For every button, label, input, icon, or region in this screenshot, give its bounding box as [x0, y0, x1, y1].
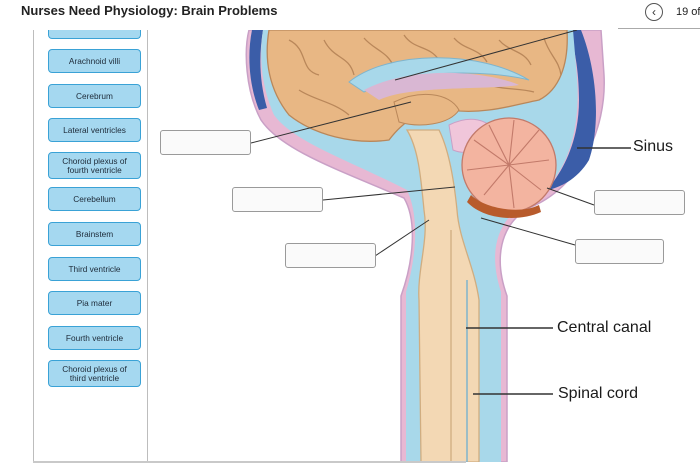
- bottom-divider: [33, 461, 466, 463]
- label-spinal-cord: Spinal cord: [558, 385, 639, 402]
- term-label: Arachnoid villi: [68, 55, 121, 66]
- drop-zone-5[interactable]: [575, 239, 664, 264]
- brain-sagittal-diagram: [245, 30, 631, 462]
- term-partial-top[interactable]: [48, 30, 141, 39]
- term-brainstem[interactable]: Brainstem: [48, 222, 141, 246]
- drop-zone-1[interactable]: [160, 130, 251, 155]
- term-label: Cerebrum: [76, 90, 113, 101]
- term-label-line2: fourth ventricle: [67, 164, 122, 175]
- term-label: Lateral ventricles: [63, 124, 126, 135]
- term-pia-mater[interactable]: Pia mater: [48, 291, 141, 315]
- label-sinus: Sinus: [633, 138, 674, 155]
- term-label: Fourth ventricle: [65, 332, 124, 343]
- term-label: Cerebellum: [73, 193, 116, 204]
- term-label: Brainstem: [75, 228, 114, 239]
- word-bank-panel: [33, 30, 148, 462]
- back-button[interactable]: ‹: [645, 3, 663, 21]
- term-fourth-ventricle[interactable]: Fourth ventricle: [48, 326, 141, 350]
- term-cerebrum[interactable]: Cerebrum: [48, 84, 141, 108]
- page-title: Nurses Need Physiology: Brain Problems: [21, 3, 278, 18]
- term-label-line1: Choroid plexus of: [62, 155, 127, 166]
- drop-zone-4[interactable]: [594, 190, 685, 215]
- term-third-ventricle[interactable]: Third ventricle: [48, 257, 141, 281]
- drop-zone-3[interactable]: [285, 243, 376, 268]
- term-cerebellum[interactable]: Cerebellum: [48, 187, 141, 211]
- term-label-line2: third ventricle: [69, 372, 120, 383]
- term-arachnoid-villi[interactable]: Arachnoid villi: [48, 49, 141, 73]
- term-label: Third ventricle: [68, 263, 121, 274]
- term-label: Pia mater: [76, 297, 113, 308]
- page-counter: 19 of: [676, 6, 700, 18]
- header-divider: [618, 28, 700, 29]
- term-lateral-ventricles[interactable]: Lateral ventricles: [48, 118, 141, 142]
- drop-zone-2[interactable]: [232, 187, 323, 212]
- chevron-left-icon: ‹: [652, 5, 656, 19]
- label-central-canal: Central canal: [557, 319, 652, 336]
- term-label-line1: Choroid plexus of: [62, 363, 127, 374]
